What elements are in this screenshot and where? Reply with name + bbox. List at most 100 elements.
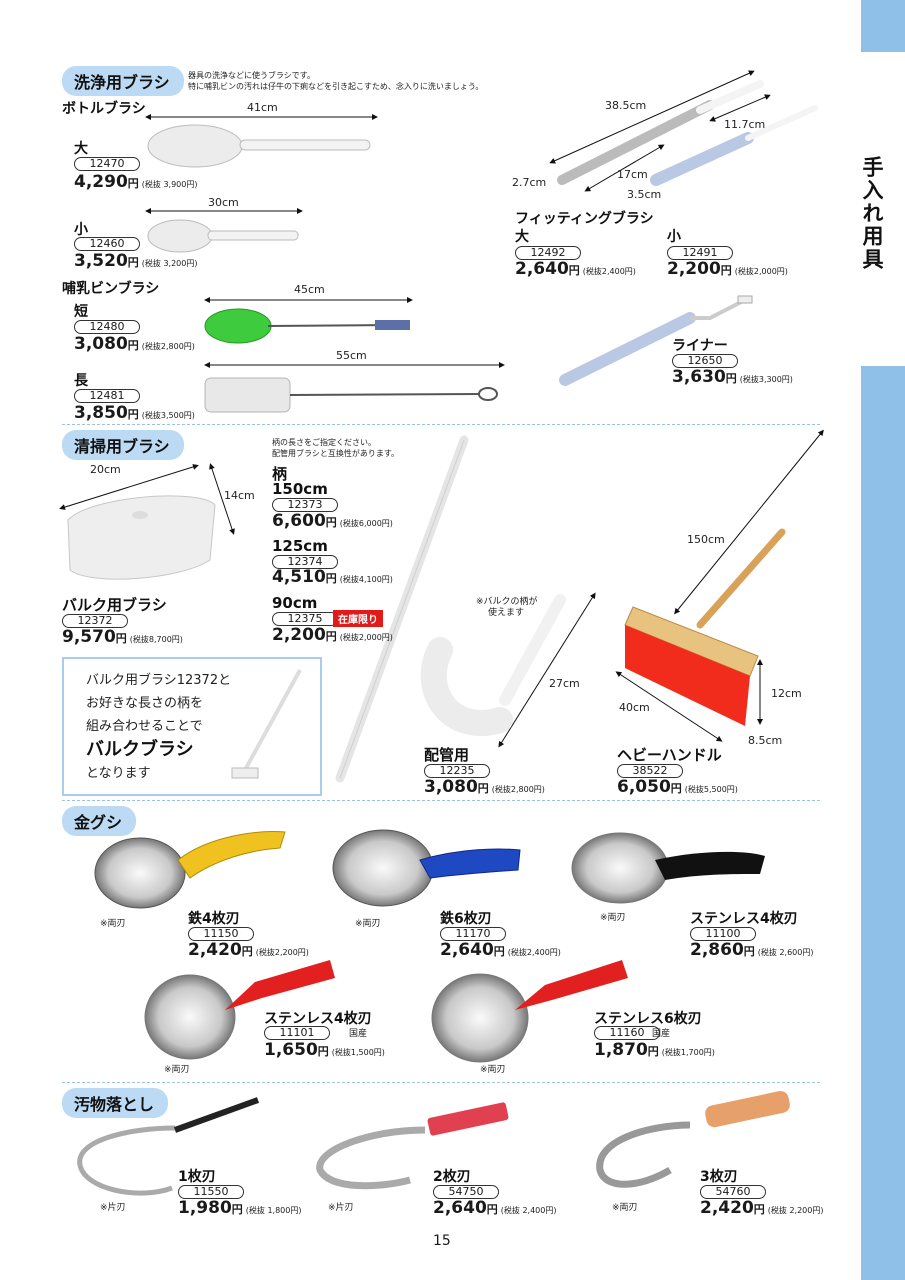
scraper-1-label: 2枚刃	[433, 1169, 471, 1185]
fitting-brush-title: フィッティングブラシ	[515, 211, 654, 227]
fitting-large-code: 12492	[515, 246, 581, 260]
curry-1-note: ※両刃	[355, 919, 381, 929]
wash-brush-heading: 洗浄用ブラシ	[62, 66, 184, 96]
nursing-short-dim: 45cm	[294, 283, 325, 296]
bulk-dim-height: 14cm	[224, 489, 255, 502]
nursing-brush-long-image	[204, 362, 505, 413]
heavy-dim-height: 12cm	[771, 687, 802, 700]
scraper-0-label: 1枚刃	[178, 1169, 216, 1185]
curry-comb-heading: 金グシ	[62, 806, 137, 836]
fitting-small-price: 2,200円(税抜2,000円)	[667, 259, 788, 279]
curry-2-price: 2,860円(税抜 2,600円)	[690, 940, 814, 960]
bottle-brush-title: ボトルブラシ	[62, 101, 146, 117]
handle-title: 柄	[272, 465, 288, 483]
scraper-2-label: 3枚刃	[700, 1169, 738, 1185]
handle-150-code: 12373	[272, 498, 338, 512]
curry-0-price: 2,420円(税抜2,200円)	[188, 940, 309, 960]
handle-125-label: 125cm	[272, 537, 328, 555]
bottle-brush-small-image	[145, 208, 303, 253]
fitting-large-label: 大	[515, 229, 529, 245]
curry-2-code: 11100	[690, 927, 756, 941]
clean-brush-heading: 清掃用ブラシ	[62, 430, 184, 460]
handle-150-label: 150cm	[272, 480, 328, 498]
handle-note-1: 柄の長さをご指定ください。	[272, 438, 376, 447]
promo-line-1: バルク用ブラシ12372と	[86, 673, 232, 688]
curry-4-note: ※両刃	[480, 1065, 506, 1075]
pipe-brush-price: 3,080円(税抜2,800円)	[424, 777, 545, 797]
handle-125-code: 12374	[272, 555, 338, 569]
bottle-small-price: 3,520円(税抜 3,200円)	[74, 251, 198, 271]
heavy-handle-code: 38522	[617, 764, 683, 778]
bottle-large-price: 4,290円(税抜 3,900円)	[74, 172, 198, 192]
fitting-small-code: 12491	[667, 246, 733, 260]
bulk-brush-promo-box: バルク用ブラシ12372と お好きな長さの柄を 組み合わせることで バルクブラシ…	[62, 657, 322, 796]
scraper-0-price: 1,980円(税抜 1,800円)	[178, 1198, 302, 1218]
curry-4-label: ステンレス6枚刃	[594, 1011, 702, 1027]
fitting-large-price: 2,640円(税抜2,400円)	[515, 259, 636, 279]
curry-1-price: 2,640円(税抜2,400円)	[440, 940, 561, 960]
scraper-heading: 汚物落とし	[62, 1088, 169, 1118]
scraper-2-note: ※両刃	[612, 1203, 638, 1213]
fitting-dim-a: 38.5cm	[605, 99, 647, 112]
handle-note-2: 配管用ブラシと互換性があります。	[272, 449, 400, 458]
pipe-note-2: 使えます	[488, 608, 525, 618]
fitting-brush-image	[549, 70, 818, 192]
bottle-large-dim: 41cm	[247, 101, 278, 114]
limited-stock-badge: 在庫限り	[333, 610, 383, 627]
curry-3-origin: 国産	[349, 1029, 368, 1039]
divider-1	[62, 424, 820, 425]
curry-3-price: 1,650円(税抜1,500円)	[264, 1040, 385, 1060]
bottle-small-dim: 30cm	[208, 196, 239, 209]
nursing-short-price: 3,080円(税抜2,800円)	[74, 334, 195, 354]
curry-3-code: 11101	[264, 1026, 330, 1040]
handle-90-label: 90cm	[272, 594, 318, 612]
pipe-brush-label: 配管用	[424, 746, 470, 764]
heavy-dim-length: 150cm	[687, 533, 725, 546]
pipe-note-1: ※バルクの柄が	[476, 597, 538, 607]
curry-2-label: ステンレス4枚刃	[690, 911, 798, 927]
nursing-long-label: 長	[74, 373, 88, 389]
bulk-dim-width: 20cm	[90, 463, 121, 476]
divider-2	[62, 800, 820, 801]
heavy-handle-price: 6,050円(税抜5,500円)	[617, 777, 738, 797]
nursing-long-price: 3,850円(税抜3,500円)	[74, 403, 195, 423]
curry-0-note: ※両刃	[100, 919, 126, 929]
handle-125-price: 4,510円(税抜4,100円)	[272, 567, 393, 587]
nursing-short-code: 12480	[74, 320, 140, 334]
curry-0-label: 鉄4枚刃	[188, 911, 240, 927]
curry-2-note: ※両刃	[600, 913, 626, 923]
curry-4-origin: 国産	[652, 1029, 671, 1039]
fitting-dim-e: 3.5cm	[627, 188, 662, 201]
liner-price: 3,630円(税抜3,300円)	[672, 367, 793, 387]
scraper-2-code: 54760	[700, 1185, 766, 1199]
curry-3-label: ステンレス4枚刃	[264, 1011, 372, 1027]
bottle-brush-large-image	[145, 114, 378, 168]
liner-label: ライナー	[672, 338, 728, 354]
nursing-short-label: 短	[74, 304, 88, 320]
pipe-brush-code: 12235	[424, 764, 490, 778]
promo-strong: バルクブラシ	[86, 739, 194, 760]
side-tab-top	[861, 0, 905, 52]
page-number: 15	[433, 1233, 451, 1249]
section-side-title: 手入れ用具	[860, 156, 884, 271]
heavy-dim-width: 40cm	[619, 701, 650, 714]
promo-line-3: 組み合わせることで	[86, 719, 203, 734]
handle-150-price: 6,600円(税抜6,000円)	[272, 511, 393, 531]
liner-code: 12650	[672, 354, 738, 368]
promo-line-2: お好きな長さの柄を	[86, 696, 204, 711]
handle-pole-image	[335, 435, 469, 783]
nursing-long-code: 12481	[74, 389, 140, 403]
heavy-handle-label: ヘビーハンドル	[617, 746, 722, 764]
fitting-small-label: 小	[667, 229, 681, 245]
wash-note-2: 特に哺乳ビンの汚れは仔牛の下痢などを引き起こすため、念入りに洗いましょう。	[188, 82, 484, 91]
bulk-brush-price: 9,570円(税抜8,700円)	[62, 627, 183, 647]
divider-3	[62, 1082, 820, 1083]
nursing-brush-title: 哺乳ビンブラシ	[62, 281, 160, 297]
handle-90-code: 12375	[272, 612, 338, 626]
nursing-long-dim: 55cm	[336, 349, 367, 362]
fitting-dim-b: 11.7cm	[724, 118, 766, 131]
bulk-brush-label: バルク用ブラシ	[62, 596, 167, 614]
bottle-large-label: 大	[74, 141, 88, 157]
curry-1-code: 11170	[440, 927, 506, 941]
scraper-1-price: 2,640円(税抜 2,400円)	[433, 1198, 557, 1218]
